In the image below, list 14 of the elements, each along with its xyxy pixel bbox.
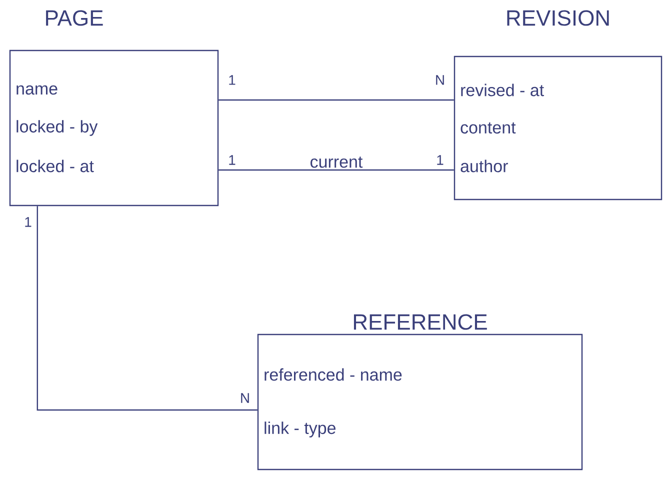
edge-label: current [308, 156, 364, 169]
cardinality-label: 1 [25, 217, 32, 227]
entity-box: REVISION revised - at content author [454, 10, 662, 200]
relationship-line [36, 206, 258, 411]
relationship-line [218, 99, 454, 101]
relationship-line [218, 169, 454, 171]
cardinality-label: 1 [437, 155, 444, 165]
node-label: PAGE [46, 10, 103, 26]
entity-box: REFERENCE referenced - name link - type [257, 314, 583, 470]
cardinality-label: N [241, 393, 249, 403]
node-label: REVISION [507, 10, 609, 26]
cardinality-label: 1 [229, 155, 236, 165]
entity-box: PAGE name locked - by locked - at [9, 10, 219, 206]
node-label: REFERENCE [354, 314, 487, 330]
